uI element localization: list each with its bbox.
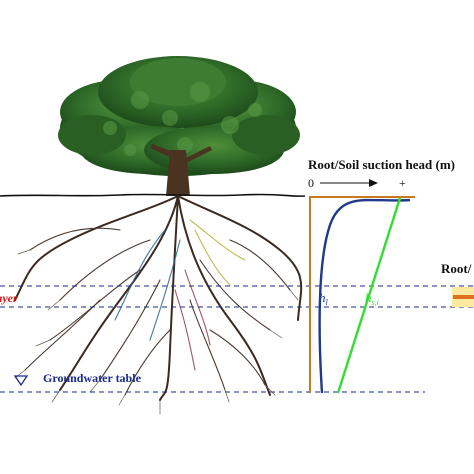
curve-soil-label: h <box>365 290 372 305</box>
axis-arrow-head <box>369 179 378 187</box>
right-cut-label: Root/ <box>441 261 472 276</box>
curve-root-label: h <box>319 290 326 305</box>
right-legend-swatch <box>453 295 474 299</box>
profile-title: Root/Soil suction head (m) <box>308 157 455 172</box>
axis-zero-label: 0 <box>308 176 314 190</box>
suction-profile <box>309 179 415 394</box>
root-system <box>14 195 303 415</box>
root-suction-curve <box>318 198 411 394</box>
root-suction-curve-label: hl <box>319 290 329 307</box>
tree-canopy-texture <box>103 82 262 156</box>
tree-trunk <box>150 144 212 196</box>
dashed-lines <box>0 285 474 393</box>
right-legend-fragment <box>452 287 474 307</box>
axis-plus-label: + <box>399 176 406 190</box>
ground-surface-line <box>0 193 306 197</box>
groundwater-label: Groundwater table <box>43 371 142 385</box>
tree-image <box>58 56 300 196</box>
soil-suction-curve-label: hs,i <box>365 290 379 307</box>
root-layer-label: layer <box>0 291 18 305</box>
soil-suction-curve <box>336 197 402 394</box>
water-table-triangle-icon <box>13 375 29 387</box>
